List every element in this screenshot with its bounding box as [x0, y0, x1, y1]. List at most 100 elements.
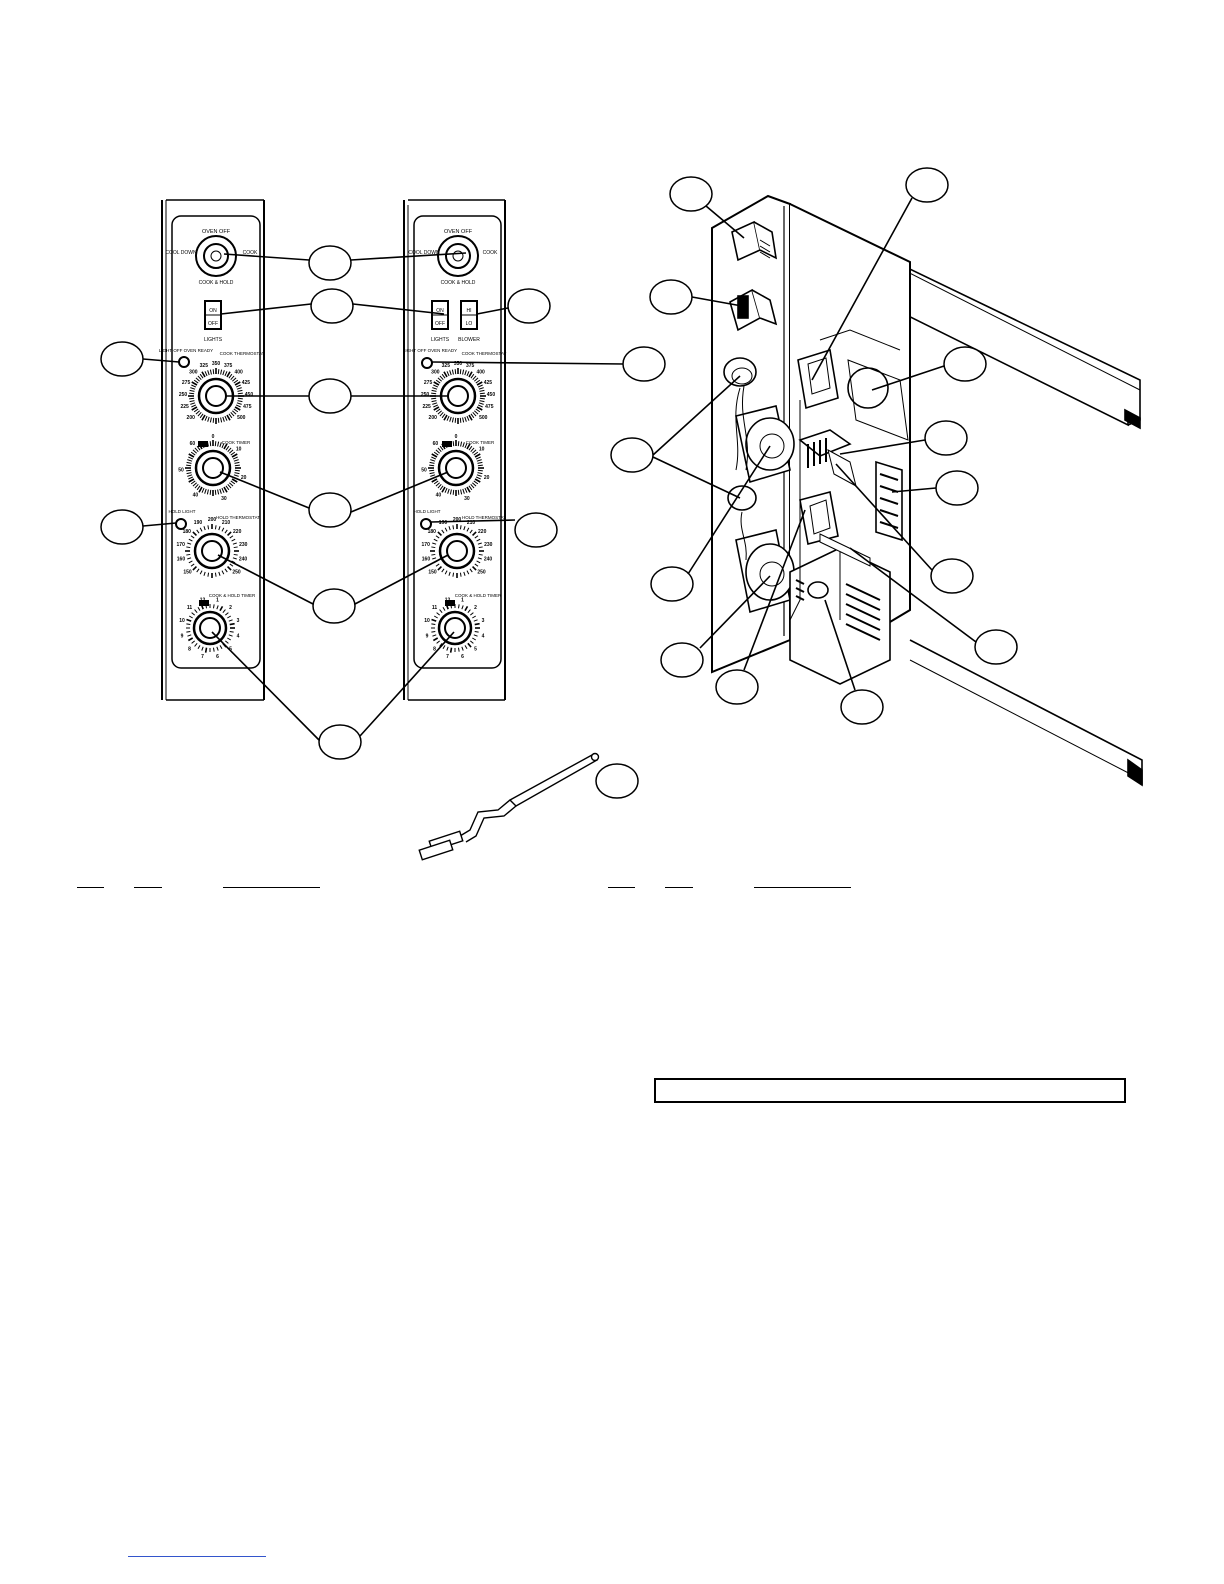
dial-tick	[216, 646, 219, 651]
dial-tick	[192, 482, 197, 487]
dial-tick	[219, 605, 224, 612]
dial-tick	[466, 486, 471, 493]
dial-tick	[188, 478, 195, 483]
hold-timer-knob-a[interactable]	[192, 610, 228, 646]
dial-scale-number: 250	[232, 569, 241, 575]
dial-tick	[233, 546, 238, 549]
lights-rocker-switch-b[interactable]	[431, 300, 449, 330]
dial-tick	[198, 443, 203, 450]
dial-tick	[199, 373, 204, 379]
callout-bubble	[318, 724, 362, 760]
callout-bubble	[622, 346, 666, 382]
dial-scale-number: 6	[216, 654, 219, 660]
dial-scale-number: 375	[224, 363, 233, 369]
dial-tick	[433, 406, 440, 411]
dial-tick	[237, 392, 243, 395]
cook-timer-ticks-a	[185, 440, 241, 496]
dial-tick	[228, 373, 233, 379]
link-underline[interactable]	[128, 1556, 266, 1557]
dial-tick	[439, 445, 444, 451]
dial-tick	[190, 535, 195, 539]
dial-tick	[228, 619, 233, 622]
oven-ready-light-b	[421, 357, 433, 369]
lights-rocker-switch-a[interactable]	[204, 300, 222, 330]
callout-bubble	[308, 245, 352, 281]
dial-tick	[204, 371, 208, 377]
dial-scale-number: 350	[454, 361, 463, 367]
dial-scale-number: 50	[421, 468, 427, 474]
dial-tick	[466, 371, 470, 377]
dial-tick	[477, 464, 483, 467]
hold-timer-knob-b[interactable]	[437, 610, 473, 646]
dial-scale-number: 450	[487, 392, 496, 398]
mode-selector-knob-a[interactable]	[195, 235, 237, 277]
dial-tick	[478, 387, 484, 390]
dial-tick	[234, 472, 240, 475]
dial-tick	[432, 387, 438, 390]
header-rule	[77, 887, 104, 888]
dial-tick	[220, 369, 223, 375]
callout-bubble	[100, 341, 144, 377]
dial-tick	[435, 379, 441, 384]
callout-bubble	[930, 558, 974, 594]
dial-scale-number: 3	[482, 618, 485, 624]
dial-scale-number: 500	[237, 415, 246, 421]
dial-tick	[224, 640, 229, 644]
control-box-assembly	[711, 194, 1143, 787]
dial-tick	[218, 526, 221, 531]
callout-bubble	[308, 378, 352, 414]
dial-tick	[432, 637, 439, 642]
hold-light-b	[420, 518, 432, 530]
dial-tick	[200, 604, 204, 610]
dial-tick	[442, 606, 446, 611]
dial-scale-number: 250	[179, 392, 188, 398]
dial-scale-number: 0	[455, 434, 458, 440]
dial-tick	[195, 410, 200, 415]
dial-tick	[433, 538, 438, 542]
cook-timer-knob-b[interactable]	[437, 449, 475, 487]
dial-tick	[444, 443, 448, 449]
dial-tick	[237, 397, 243, 400]
dial-tick	[431, 400, 437, 403]
dial-scale-number: 3	[237, 618, 240, 624]
cook-timer-knob-a[interactable]	[194, 449, 232, 487]
blower-caption: BLOWER	[458, 337, 480, 343]
dial-tick	[214, 525, 217, 530]
hold-thermostat-knob-a[interactable]	[193, 532, 231, 570]
dial-tick	[431, 478, 438, 483]
dial-tick	[230, 480, 236, 485]
dial-tick	[226, 371, 231, 378]
dial-tick	[457, 441, 460, 447]
callout-bubble	[840, 689, 884, 725]
hold-timer-ticks-b	[431, 604, 480, 653]
dial-scale-number: 425	[484, 380, 493, 386]
header-rule	[608, 887, 635, 888]
dial-tick	[478, 553, 483, 556]
dial-tick	[194, 484, 199, 489]
cook-thermostat-knob-b[interactable]	[439, 377, 477, 415]
dial-tick	[194, 642, 198, 647]
mode-selector-knob-b[interactable]	[437, 235, 479, 277]
hold-thermostat-knob-b[interactable]	[438, 532, 476, 570]
selector-label-left: COOL DOWN	[408, 250, 440, 256]
dial-tick	[205, 604, 208, 609]
dial-tick	[194, 447, 199, 452]
callout-bubble	[312, 588, 356, 624]
dial-tick	[230, 451, 236, 456]
blower-rocker-switch-b[interactable]	[460, 300, 478, 330]
dial-tick	[437, 484, 442, 489]
dial-tick	[435, 563, 440, 567]
dial-tick	[204, 415, 208, 421]
dial-scale-number: 210	[467, 520, 476, 526]
dial-tick	[193, 408, 199, 413]
dial-tick	[209, 369, 212, 375]
dial-tick	[464, 605, 469, 612]
dial-scale-number: 9	[426, 633, 429, 639]
dial-tick	[477, 461, 483, 464]
dial-tick	[429, 464, 435, 467]
dial-tick	[466, 570, 470, 575]
dial-tick	[463, 571, 466, 576]
dial-scale-number: 375	[466, 363, 475, 369]
dial-tick	[233, 459, 239, 462]
